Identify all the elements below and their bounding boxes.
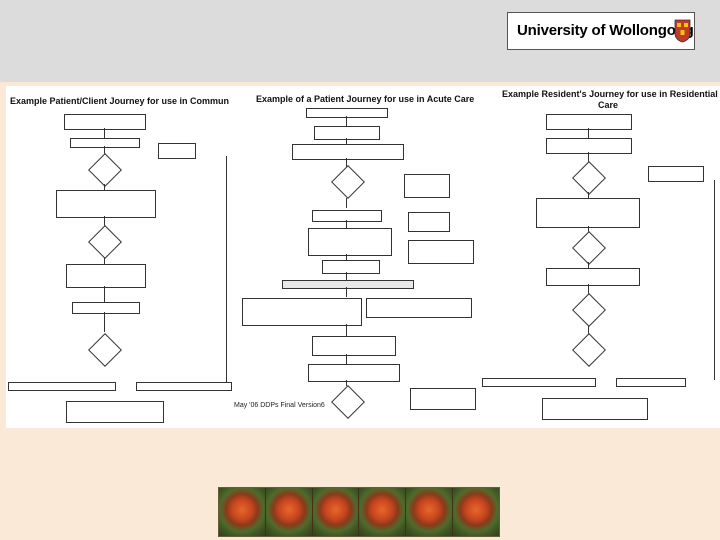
right-panel-title-1: Example Resident's Journey for use in Re… bbox=[502, 89, 718, 99]
university-crest-icon bbox=[674, 19, 691, 43]
flower-image bbox=[219, 488, 266, 536]
header-bar: University of Wollongong bbox=[0, 0, 720, 82]
university-logo: University of Wollongong bbox=[507, 12, 695, 50]
flower-image bbox=[406, 488, 454, 536]
logo-text: University of Wollongong bbox=[517, 22, 694, 39]
flower-image bbox=[359, 488, 407, 536]
flowchart-image: Example Patient/Client Journey for use i… bbox=[6, 86, 720, 428]
flower-image bbox=[265, 488, 313, 536]
flower-image bbox=[312, 488, 360, 536]
middle-panel-title: Example of a Patient Journey for use in … bbox=[256, 94, 475, 104]
left-panel-title: Example Patient/Client Journey for use i… bbox=[10, 96, 230, 106]
right-panel-title-2: Care bbox=[598, 100, 619, 110]
version-caption: May '06 DDPs Final Version6 bbox=[234, 402, 325, 409]
flower-banner-image bbox=[218, 487, 500, 537]
flower-image bbox=[453, 488, 499, 536]
